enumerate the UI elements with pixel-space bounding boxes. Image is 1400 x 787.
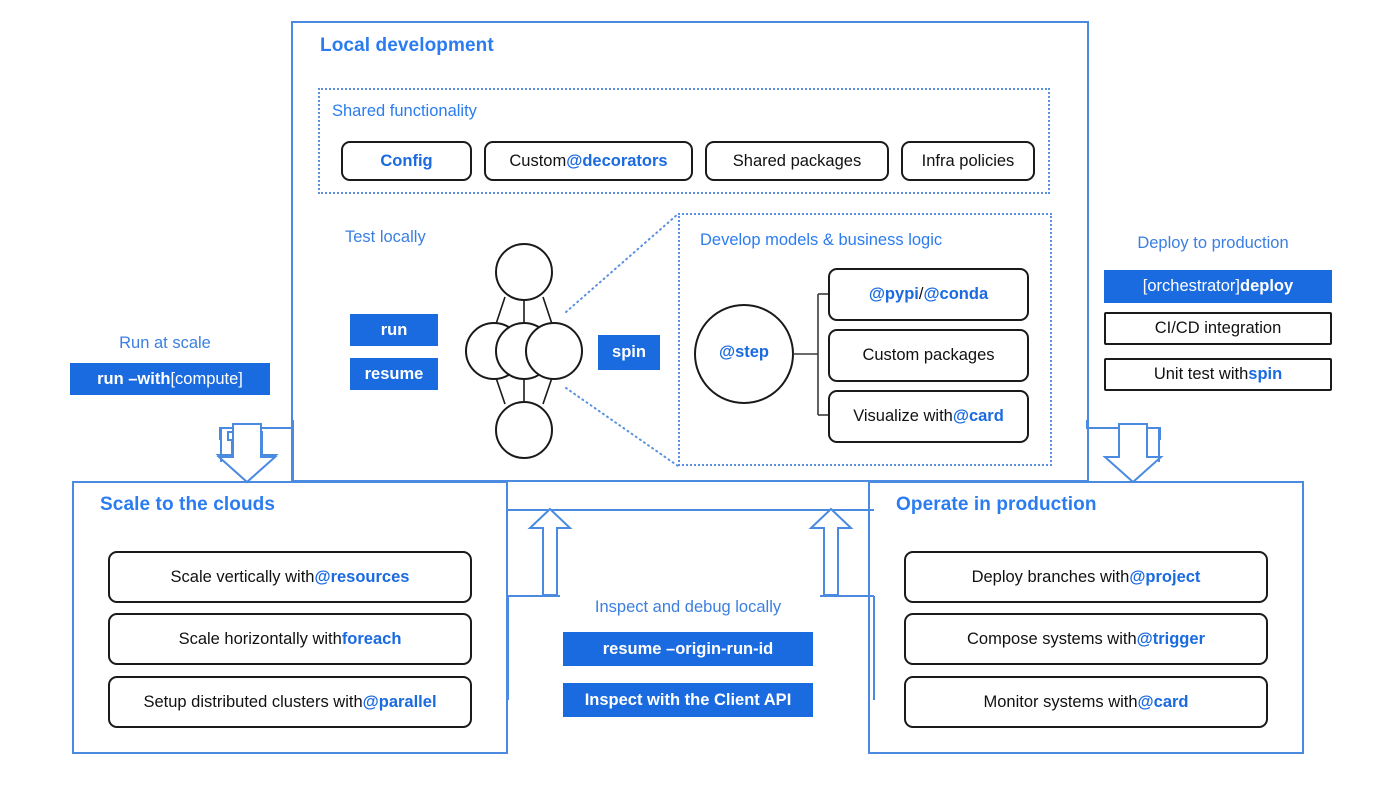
scale-item-foreach-plain: Scale horizontally with <box>178 629 342 648</box>
panel-scale-to-the-clouds-title: Scale to the clouds <box>100 494 276 515</box>
arrow-inspect-to-operate <box>808 507 854 596</box>
operate-item-card[interactable]: Monitor systems with @card <box>904 676 1268 728</box>
develop-item-custom-packages-label: Custom packages <box>862 346 995 364</box>
operate-item-project-accent: @project <box>1129 567 1201 586</box>
subpanel-shared-functionality <box>318 88 1050 194</box>
operate-item-project[interactable]: Deploy branches with @project <box>904 551 1268 603</box>
chip-run-with-compute[interactable]: run –with [compute] <box>70 363 270 395</box>
chip-run-with-compute-reg: [compute] <box>170 369 243 388</box>
develop-item-separator: / <box>918 285 924 303</box>
chip-inspect-client-api-label: Inspect with the Client API <box>584 690 792 709</box>
scale-item-parallel-plain: Setup distributed clusters with <box>143 692 363 711</box>
shared-item-config[interactable]: Config <box>341 141 472 181</box>
deploy-item-orchestrator[interactable]: [orchestrator] deploy <box>1104 270 1332 303</box>
chip-run-with-bold: run –with <box>97 369 171 388</box>
chip-resume-origin-run-id[interactable]: resume –origin-run-id <box>563 632 813 666</box>
step-node-label: @step <box>718 343 769 361</box>
caption-run-at-scale: Run at scale <box>119 334 211 352</box>
shared-item-decorators-accent: @decorators <box>566 151 668 170</box>
deploy-item-cicd[interactable]: CI/CD integration <box>1104 312 1332 345</box>
operate-item-card-accent: @card <box>1137 692 1189 711</box>
scale-item-foreach[interactable]: Scale horizontally with foreach <box>108 613 472 665</box>
deploy-item-cicd-label: CI/CD integration <box>1154 319 1282 337</box>
scale-item-resources[interactable]: Scale vertically with @resources <box>108 551 472 603</box>
operate-item-trigger-plain: Compose systems with <box>967 629 1137 648</box>
develop-item-visualize-accent: @card <box>952 407 1004 425</box>
operate-item-project-plain: Deploy branches with <box>971 567 1130 586</box>
arrow-local-to-operate <box>1102 423 1164 484</box>
scale-item-parallel-accent: @parallel <box>362 692 437 711</box>
scale-item-foreach-accent: foreach <box>341 629 402 648</box>
develop-item-pypi-conda[interactable]: @pypi / @conda <box>828 268 1029 321</box>
chip-resume[interactable]: resume <box>350 358 438 390</box>
subpanel-develop-models-title: Develop models & business logic <box>700 231 943 249</box>
panel-operate-in-production-title: Operate in production <box>896 494 1097 515</box>
deploy-item-unit-test[interactable]: Unit test with spin <box>1104 358 1332 391</box>
scale-item-parallel[interactable]: Setup distributed clusters with @paralle… <box>108 676 472 728</box>
chip-run[interactable]: run <box>350 314 438 346</box>
chip-inspect-client-api[interactable]: Inspect with the Client API <box>563 683 813 717</box>
chip-resume-label: resume <box>364 364 424 383</box>
subpanel-shared-functionality-title: Shared functionality <box>332 102 477 120</box>
caption-test-locally: Test locally <box>345 228 426 246</box>
shared-item-packages-label: Shared packages <box>732 151 862 170</box>
subpanel-develop-models <box>678 213 1052 466</box>
shared-item-decorators-plain: Custom <box>509 151 567 170</box>
deploy-item-orchestrator-bold: deploy <box>1240 277 1294 295</box>
deploy-item-unit-test-plain: Unit test with <box>1153 365 1249 383</box>
arrow-local-to-scale <box>216 423 278 484</box>
deploy-item-unit-test-accent: spin <box>1248 365 1283 383</box>
chip-resume-origin-run-id-label: resume –origin-run-id <box>602 639 774 658</box>
shared-item-decorators[interactable]: Custom @decorators <box>484 141 693 181</box>
scale-item-resources-plain: Scale vertically with <box>170 567 315 586</box>
panel-scale-to-the-clouds <box>72 481 508 754</box>
chip-spin[interactable]: spin <box>598 335 660 370</box>
panel-local-development <box>291 21 1089 482</box>
scale-item-resources-accent: @resources <box>314 567 410 586</box>
shared-item-config-label: Config <box>380 151 433 170</box>
shared-item-infra-policies[interactable]: Infra policies <box>901 141 1035 181</box>
operate-item-trigger-accent: @trigger <box>1136 629 1205 648</box>
caption-inspect-and-debug: Inspect and debug locally <box>594 598 782 616</box>
shared-item-packages[interactable]: Shared packages <box>705 141 889 181</box>
caption-deploy-to-production: Deploy to production <box>1137 234 1289 252</box>
operate-item-card-plain: Monitor systems with <box>983 692 1138 711</box>
operate-item-trigger[interactable]: Compose systems with @trigger <box>904 613 1268 665</box>
deploy-item-orchestrator-reg: [orchestrator] <box>1142 277 1241 295</box>
develop-item-visualize-card[interactable]: Visualize with @card <box>828 390 1029 443</box>
develop-item-pypi-accent: @pypi <box>868 285 919 303</box>
chip-spin-label: spin <box>612 343 646 361</box>
chip-run-label: run <box>380 320 408 339</box>
arrow-inspect-to-scale <box>527 507 573 596</box>
panel-operate-in-production <box>868 481 1304 754</box>
develop-item-custom-packages[interactable]: Custom packages <box>828 329 1029 382</box>
develop-item-visualize-plain: Visualize with <box>853 407 953 425</box>
develop-item-conda-accent: @conda <box>923 285 989 303</box>
shared-item-infra-policies-label: Infra policies <box>921 151 1015 170</box>
panel-local-development-title: Local development <box>320 35 494 56</box>
